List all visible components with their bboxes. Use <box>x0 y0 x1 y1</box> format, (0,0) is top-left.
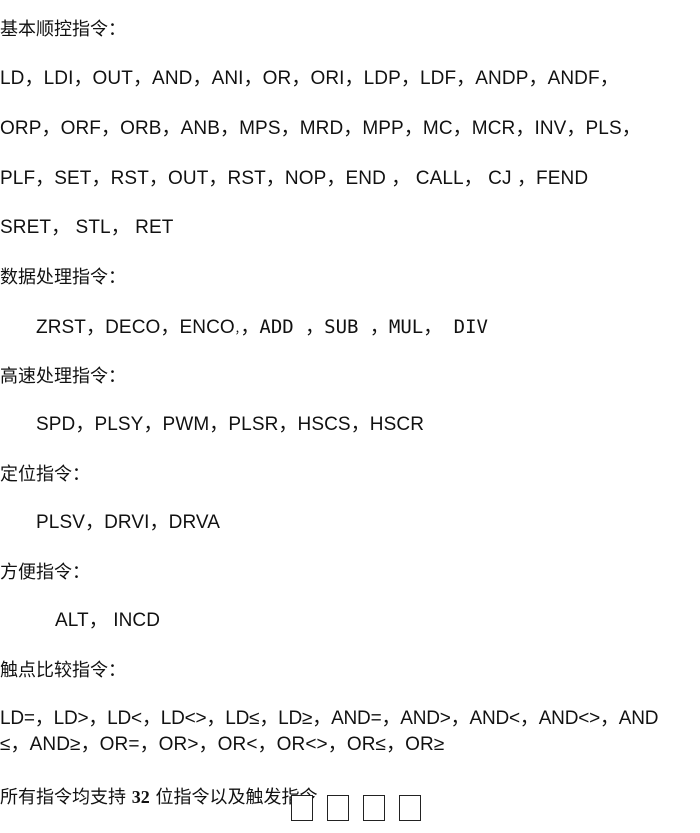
basic-line-1: LD，LDI，OUT，AND，ANI，OR，ORI，LDP，LDF，ANDP，A… <box>0 68 619 89</box>
placeholder-box <box>291 795 313 821</box>
footer-suffix: 位指令以及触发指令 <box>149 787 318 808</box>
basic-line-2: ORP，ORF，ORB，ANB，MPS，MRD，MPP，MC，MCR，INV，P… <box>0 118 641 139</box>
convenience-heading: 方便指令： <box>0 562 90 583</box>
high-speed-line: SPD，PLSY，PWM，PLSR，HSCS，HSCR <box>36 414 425 435</box>
basic-heading: 基本顺控指令： <box>0 19 126 40</box>
data-processing-part-1: ZRST，DECO，ENCO <box>36 317 235 338</box>
basic-line-4: SRET， STL， RET <box>0 217 174 238</box>
contact-compare-heading: 触点比较指令： <box>0 660 126 681</box>
placeholder-box <box>327 795 349 821</box>
placeholder-boxes <box>291 795 421 821</box>
placeholder-box <box>399 795 421 821</box>
positioning-heading: 定位指令： <box>0 464 90 485</box>
data-processing-heading: 数据处理指令： <box>0 267 126 288</box>
basic-line-3: PLF，SET，RST，OUT，RST，NOP，END ， CALL， CJ ，… <box>0 168 589 189</box>
contact-compare-line-2: ≤，AND≥，OR=，OR>，OR<，OR<>，OR≤，OR≥ <box>0 734 445 755</box>
contact-compare-line-1: LD=，LD>，LD<，LD<>，LD≤，LD≥，AND=，AND>，AND<，… <box>0 708 659 729</box>
footer-number: 32 <box>131 787 150 807</box>
footer-note: 所有指令均支持 32 位指令以及触发指令 <box>0 785 317 810</box>
high-speed-heading: 高速处理指令： <box>0 366 126 387</box>
convenience-line: ALT， INCD <box>55 610 161 631</box>
data-processing-part-1-tail: ， <box>234 324 241 336</box>
footer-prefix: 所有指令均支持 <box>0 787 132 808</box>
data-processing-line: ZRST，DECO，ENCO，，ADD ，SUB ，MUL， DIV <box>36 315 488 342</box>
data-processing-part-2: ，ADD ，SUB ，MUL， DIV <box>240 316 488 338</box>
placeholder-box <box>363 795 385 821</box>
positioning-line: PLSV，DRVI，DRVA <box>36 512 221 533</box>
